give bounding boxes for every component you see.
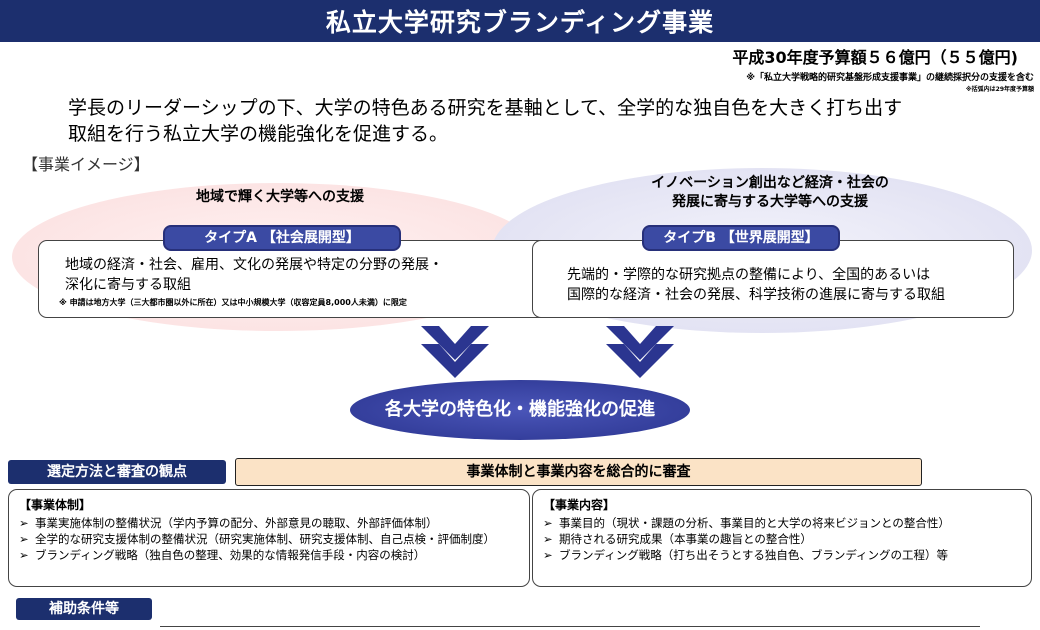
type-b-label: タイプB 【世界展開型】 (642, 225, 840, 251)
subsidy-conditions-tag: 補助条件等 (16, 598, 152, 620)
arrow-bullet-icon: ➢ (19, 548, 29, 562)
criteria-content-box: 【事業内容】 ➢事業目的（現状・課題の分析、事業目的と大学の将来ビジョンとの整合… (532, 489, 1032, 587)
criteria-structure-box: 【事業体制】 ➢事業実施体制の整備状況（学内予算の配分、外部意見の聴取、外部評価… (8, 489, 530, 587)
intro-line-2: 取組を行う私立大学の機能強化を促進する。 (68, 123, 449, 145)
budget-footnote: ※括弧内は29年度予算額 (965, 86, 1034, 93)
section-label-image: 【事業イメージ】 (22, 155, 150, 174)
innovation-support-heading: イノベーション創出など経済・社会の 発展に寄与する大学等への支援 (520, 174, 1020, 212)
type-a-line-2: 深化に寄与する取組 (65, 277, 191, 293)
type-b-description: 先端的・学際的な研究拠点の整備により、全国的あるいは 国際的な経済・社会の発展、… (567, 265, 1013, 305)
list-item: ➢ブランディング戦略（打ち出そうとする独自色、ブランディングの工程）等 (543, 548, 949, 562)
budget-amount: 平成30年度予算額５６億円（５５億円) (732, 48, 1018, 67)
criteria-content-title: 【事業内容】 (543, 498, 616, 512)
promotion-ellipse: 各大学の特色化・機能強化の促進 (350, 380, 690, 440)
type-b-line-2: 国際的な経済・社会の発展、科学技術の進展に寄与する取組 (567, 287, 945, 303)
innovation-heading-line-1: イノベーション創出など経済・社会の (651, 175, 889, 191)
chevron-down-icon (421, 326, 489, 378)
list-item: ➢事業目的（現状・課題の分析、事業目的と大学の将来ビジョンとの整合性） (543, 516, 950, 530)
type-b-box: 先端的・学際的な研究拠点の整備により、全国的あるいは 国際的な経済・社会の発展、… (532, 240, 1014, 318)
divider (160, 626, 980, 627)
type-a-label: タイプA 【社会展開型】 (163, 225, 401, 251)
chevron-down-icon (606, 326, 674, 378)
page-title: 私立大学研究ブランディング事業 (325, 8, 715, 37)
arrow-bullet-icon: ➢ (543, 516, 553, 530)
arrow-bullet-icon: ➢ (19, 516, 29, 530)
type-a-line-1: 地域の経済・社会、雇用、文化の発展や特定の分野の発展・ (65, 257, 443, 273)
type-a-description: 地域の経済・社会、雇用、文化の発展や特定の分野の発展・ 深化に寄与する取組 (65, 255, 557, 295)
arrow-bullet-icon: ➢ (543, 548, 553, 562)
innovation-heading-line-2: 発展に寄与する大学等への支援 (672, 194, 868, 210)
list-item: ➢ブランディング戦略（独自色の整理、効果的な情報発信手段・内容の検討） (19, 548, 426, 562)
selection-method-tag: 選定方法と審査の観点 (8, 460, 226, 484)
type-a-box: 地域の経済・社会、雇用、文化の発展や特定の分野の発展・ 深化に寄与する取組 ※ … (38, 240, 558, 318)
list-item: ➢全学的な研究支援体制の整備状況（研究実施体制、研究支援体制、自己点検・評価制度… (19, 532, 495, 546)
list-item: ➢事業実施体制の整備状況（学内予算の配分、外部意見の聴取、外部評価体制） (19, 516, 438, 530)
type-b-line-1: 先端的・学際的な研究拠点の整備により、全国的あるいは (567, 267, 931, 283)
title-banner (0, 0, 1040, 42)
list-item: ➢期待される研究成果（本事業の趣旨との整合性） (543, 532, 812, 546)
intro-line-1: 学長のリーダーシップの下、大学の特色ある研究を基軸として、全学的な独自色を大きく… (68, 97, 903, 119)
intro-text: 学長のリーダーシップの下、大学の特色ある研究を基軸として、全学的な独自色を大きく… (68, 95, 1008, 147)
criteria-structure-title: 【事業体制】 (19, 498, 92, 512)
arrow-bullet-icon: ➢ (543, 532, 553, 546)
regional-support-heading: 地域で輝く大学等への支援 (196, 189, 364, 205)
budget-note: ※「私立大学戦略的研究基盤形成支援事業」の継続採択分の支援を含む (746, 73, 1034, 83)
type-a-note: ※ 申請は地方大学（三大都市圏以外に所在）又は中小規模大学（収容定員8,000人… (59, 298, 407, 307)
criteria-content-list: ➢事業目的（現状・課題の分析、事業目的と大学の将来ビジョンとの整合性） ➢期待さ… (533, 515, 1031, 563)
criteria-structure-list: ➢事業実施体制の整備状況（学内予算の配分、外部意見の聴取、外部評価体制） ➢全学… (9, 515, 529, 563)
arrow-bullet-icon: ➢ (19, 532, 29, 546)
comprehensive-review-banner: 事業体制と事業内容を総合的に審査 (235, 458, 922, 486)
